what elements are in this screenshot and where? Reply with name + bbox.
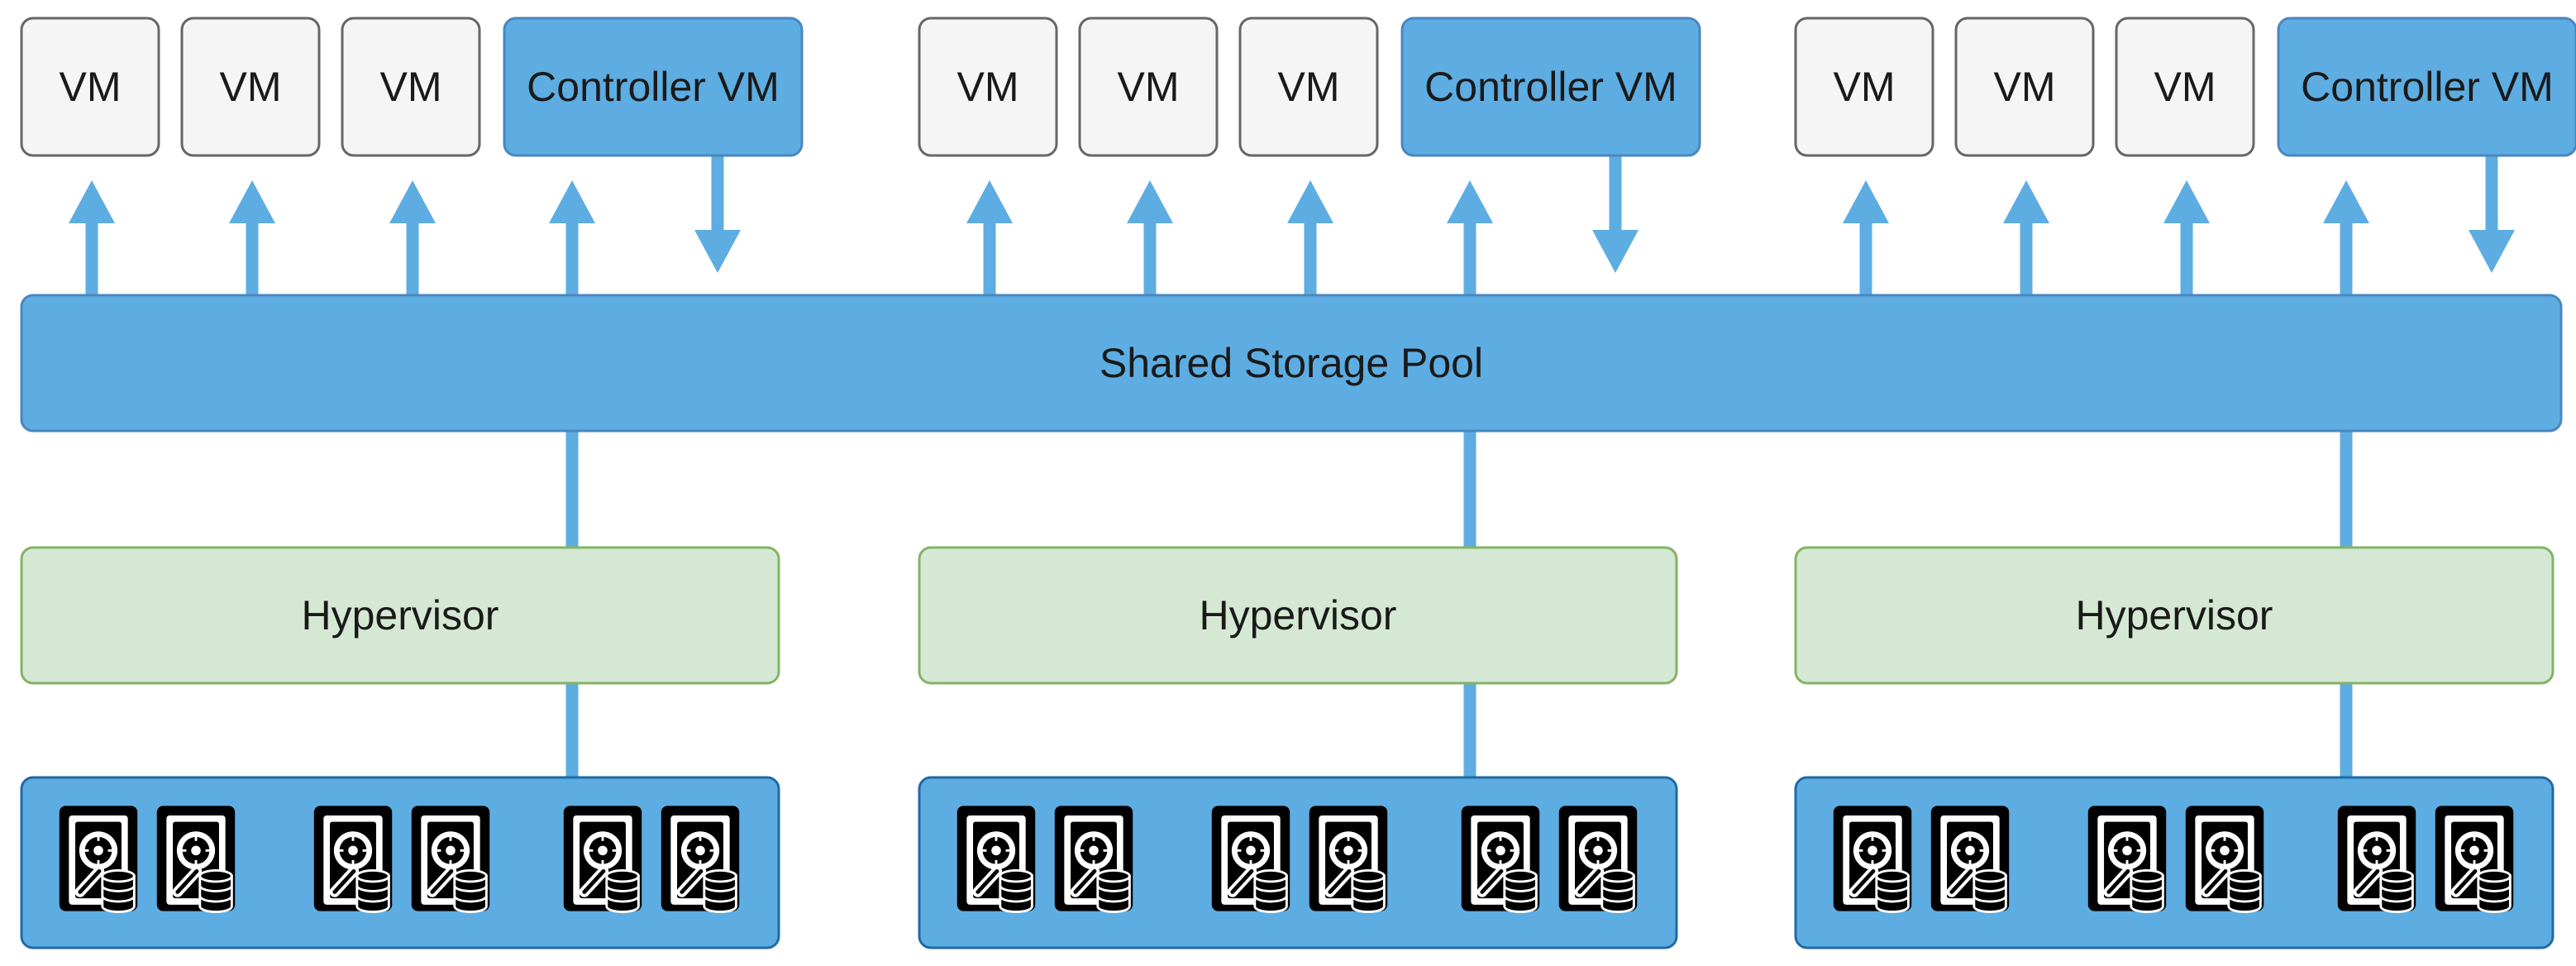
hard-disk-drive-icon: [1834, 806, 1911, 911]
hypervisor-box: Hypervisor: [918, 546, 1678, 685]
hard-disk-drive-icon: [1559, 806, 1637, 911]
vm-box: VM: [1794, 17, 1934, 157]
vm-label: VM: [957, 64, 1019, 110]
hypervisor-frame: [918, 546, 1678, 685]
vm-layer: VM VM VM Controller VM VM VM VM Controller VM VM…: [20, 17, 2576, 157]
vm-label: VM: [1118, 64, 1180, 110]
vm-box-frame: [1238, 17, 1379, 157]
vm-label: VM: [60, 64, 122, 110]
hypervisor-to-disks-link: [565, 683, 579, 777]
disk-tray-layer: [20, 776, 2555, 949]
pool-to-hypervisor-link: [565, 431, 579, 548]
hypervisor-frame: [20, 546, 780, 685]
vm-box: VM: [20, 17, 160, 157]
vm-box: VM: [918, 17, 1058, 157]
hard-disk-drive-icon: [2435, 806, 2513, 911]
controller-down-arrow: [2469, 155, 2515, 273]
vm-box: VM: [2115, 17, 2255, 157]
vm-label: VM: [1278, 64, 1340, 110]
hard-disk-drive-icon: [157, 806, 235, 911]
controller-vm-frame: [1400, 17, 1701, 157]
hypervisor-frame: [1794, 546, 2555, 685]
vm-up-arrow: [229, 180, 275, 295]
vm-box: VM: [1078, 17, 1219, 157]
hypervisor-label: Hypervisor: [1200, 592, 1397, 638]
hypervisor-to-disks-link: [2340, 683, 2353, 777]
hard-disk-drive-icon: [564, 806, 642, 911]
hard-disk-drive-icon: [1212, 806, 1290, 911]
local-disk-tray: [1794, 776, 2555, 949]
hypervisor-layer: Hypervisor Hypervisor Hypervisor: [20, 546, 2555, 685]
vm-up-arrow: [1287, 180, 1333, 295]
controller-vm-label: Controller VM: [527, 64, 780, 110]
hard-disk-drive-icon: [2338, 806, 2416, 911]
vm-up-arrow: [966, 180, 1013, 295]
hard-disk-drive-icon: [1931, 806, 2009, 911]
vm-up-arrow: [1843, 180, 1889, 295]
pool-to-hypervisor-link: [2340, 431, 2353, 548]
local-disk-tray: [20, 776, 780, 949]
pool-to-hypervisor-link: [1463, 431, 1476, 548]
vm-box-frame: [918, 17, 1058, 157]
hard-disk-drive-icon: [412, 806, 489, 911]
controller-up-arrow: [2323, 180, 2369, 295]
hard-disk-drive-icon: [2186, 806, 2264, 911]
controller-down-arrow: [694, 155, 741, 273]
hypervisor-label: Hypervisor: [2076, 592, 2273, 638]
hypervisor-box: Hypervisor: [1794, 546, 2555, 685]
vm-box-frame: [20, 17, 160, 157]
hard-disk-drive-icon: [661, 806, 739, 911]
vm-box-frame: [1078, 17, 1219, 157]
vm-box: VM: [1238, 17, 1379, 157]
local-disk-tray: [918, 776, 1678, 949]
controller-down-arrow: [1592, 155, 1639, 273]
vm-up-arrow: [1127, 180, 1173, 295]
controller-up-arrow: [1447, 180, 1493, 295]
vm-box: VM: [1954, 17, 2095, 157]
hard-disk-drive-icon: [60, 806, 137, 911]
vm-label: VM: [1834, 64, 1896, 110]
controller-vm-box: Controller VM: [2277, 17, 2576, 157]
vm-box-frame: [1794, 17, 1934, 157]
shared-storage-pool-box: [20, 294, 2563, 433]
shared-storage-pool: Shared Storage Pool: [20, 294, 2563, 433]
controller-up-arrow: [549, 180, 595, 295]
vm-box-frame: [180, 17, 321, 157]
vm-label: VM: [2154, 64, 2216, 110]
controller-vm-box: Controller VM: [503, 17, 804, 157]
controller-vm-label: Controller VM: [1424, 64, 1677, 110]
vm-label: VM: [220, 64, 282, 110]
hypervisor-box: Hypervisor: [20, 546, 780, 685]
hard-disk-drive-icon: [957, 806, 1035, 911]
connectors-layer: [69, 155, 2515, 777]
controller-vm-frame: [2277, 17, 2576, 157]
vm-box-frame: [2115, 17, 2255, 157]
hard-disk-drive-icon: [1055, 806, 1133, 911]
hard-disk-drive-icon: [2088, 806, 2166, 911]
vm-up-arrow: [389, 180, 436, 295]
vm-up-arrow: [2003, 180, 2049, 295]
shared-storage-pool-label: Shared Storage Pool: [1100, 340, 1483, 386]
vm-box-frame: [341, 17, 481, 157]
hard-disk-drive-icon: [1462, 806, 1539, 911]
vm-box: VM: [180, 17, 321, 157]
hard-disk-drive-icon: [1309, 806, 1387, 911]
vm-up-arrow: [2163, 180, 2210, 295]
vm-label: VM: [1994, 64, 2056, 110]
hypervisor-to-disks-link: [1463, 683, 1476, 777]
controller-vm-label: Controller VM: [2301, 64, 2554, 110]
hard-disk-drive-icon: [314, 806, 392, 911]
vm-up-arrow: [69, 180, 115, 295]
controller-vm-frame: [503, 17, 804, 157]
hypervisor-label: Hypervisor: [302, 592, 499, 638]
vm-box-frame: [1954, 17, 2095, 157]
vm-box: VM: [341, 17, 481, 157]
controller-vm-box: Controller VM: [1400, 17, 1701, 157]
vm-label: VM: [380, 64, 442, 110]
